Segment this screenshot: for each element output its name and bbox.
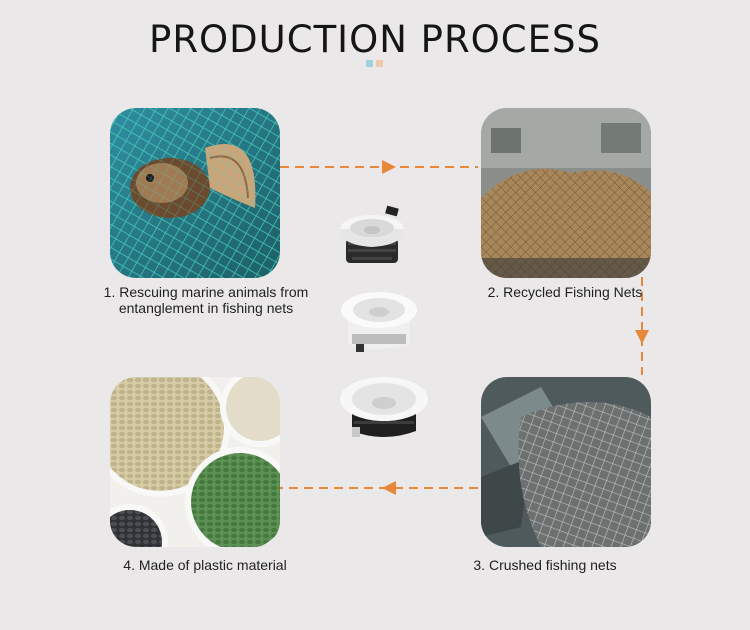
step2-caption: 2. Recycled Fishing Nets [487, 284, 643, 300]
arrowhead-right [382, 160, 396, 174]
step2-photo [481, 108, 651, 278]
step3-caption: 3. Crushed fishing nets [473, 557, 617, 573]
step4-photo [110, 377, 280, 547]
downlight-2-image [341, 292, 417, 352]
title-accent-dots [366, 60, 383, 67]
arrowhead-down [635, 330, 649, 344]
downlight-1-image [340, 205, 404, 263]
step1-caption: 1. Rescuing marine animals from entangle… [86, 284, 326, 316]
accent-dot [366, 60, 373, 67]
step1-caption-line2: entanglement in fishing nets [118, 300, 294, 316]
pile-of-fishing-nets-photo [481, 108, 651, 278]
page-title: PRODUCTION PROCESS [149, 18, 601, 61]
step3-photo [481, 377, 651, 547]
shredded-nets-photo [481, 377, 651, 547]
step4-caption: 4. Made of plastic material [123, 557, 287, 573]
accent-dot [376, 60, 383, 67]
step1-caption-line1: 1. Rescuing marine animals from [103, 284, 309, 300]
arrowhead-left [382, 481, 396, 495]
downlight-3-image [340, 377, 428, 437]
plastic-pellets-photo [110, 377, 280, 547]
step1-photo [110, 108, 280, 278]
sea-turtle-in-net-photo [110, 108, 280, 278]
